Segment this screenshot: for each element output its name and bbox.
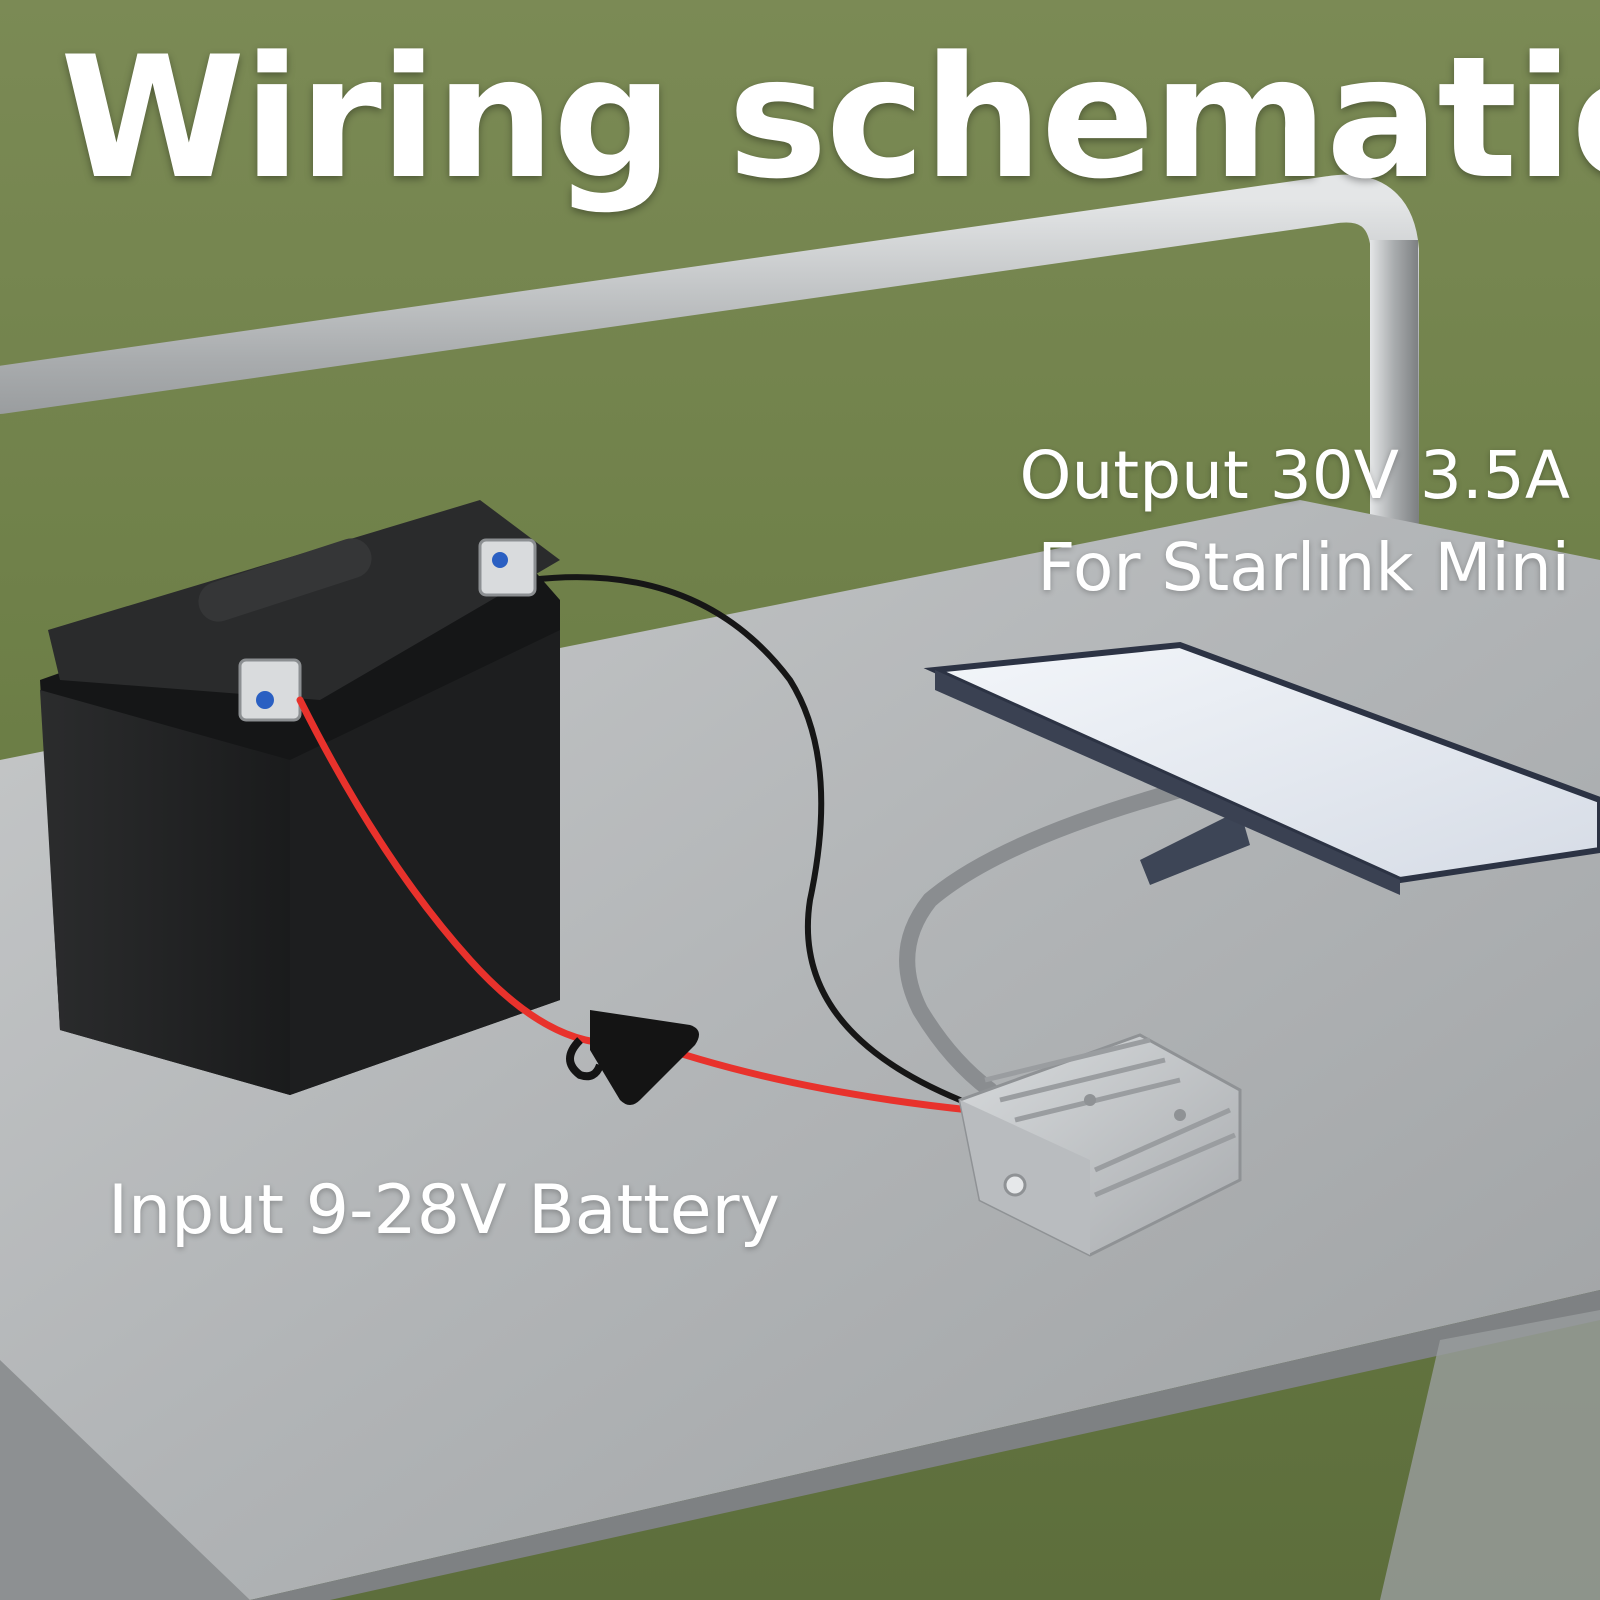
starlink-dish-icon xyxy=(923,641,1600,895)
black-wire xyxy=(527,574,963,1103)
cart-handle-post xyxy=(1370,240,1418,540)
dish-cable xyxy=(899,782,1188,1098)
fuse-holder-icon xyxy=(566,1010,699,1105)
table-front-edge xyxy=(250,1290,1600,1600)
lower-shelf xyxy=(1380,1310,1600,1600)
output-spec-block: Output 30V 3.5A For Starlink Mini xyxy=(1020,430,1570,615)
positive-terminal xyxy=(478,538,537,597)
schematic-title: Wiring schematic xyxy=(60,20,1600,216)
red-wire xyxy=(296,696,974,1114)
output-rating-label: Output 30V 3.5A xyxy=(1019,437,1570,514)
output-device-label: For Starlink Mini xyxy=(1037,529,1570,607)
dc-converter-icon xyxy=(958,1033,1242,1257)
negative-terminal xyxy=(238,658,302,722)
table-edge-shadow xyxy=(0,1360,250,1600)
input-battery-label: Input 9-28V Battery xyxy=(108,1171,780,1250)
